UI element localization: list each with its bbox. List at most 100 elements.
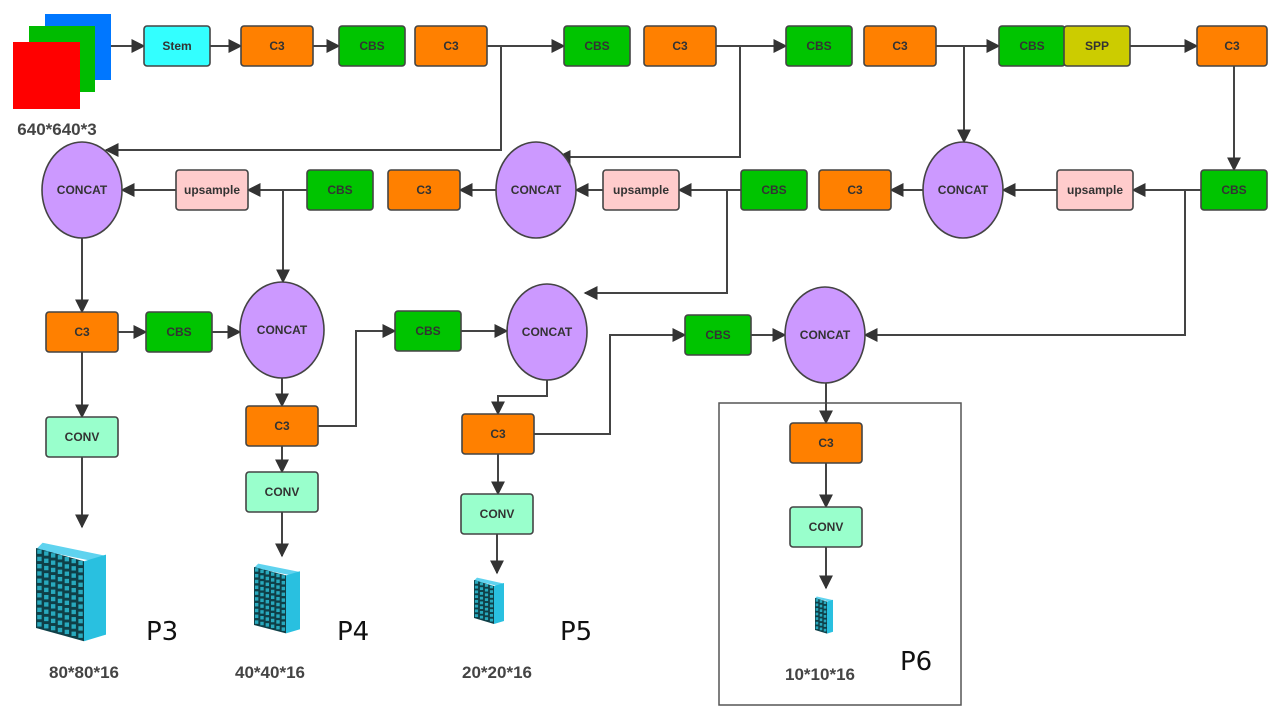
conv-shape [460, 493, 534, 535]
cbs-shape [740, 169, 808, 211]
cube-cell [484, 593, 489, 597]
cbs-label: CBS [415, 324, 440, 338]
conv-label: CONV [265, 485, 300, 499]
c3-shape [414, 25, 488, 67]
cube-cell [819, 609, 823, 612]
cube-cell [815, 621, 819, 625]
cube-cell [260, 610, 264, 614]
cube-cell [71, 573, 76, 578]
cbs-label: CBS [166, 325, 191, 339]
cube-cell [479, 591, 484, 595]
output-p5-size: 20*20*16 [462, 663, 532, 682]
cbs-shape [306, 169, 374, 211]
cube-cell [37, 614, 42, 620]
cube-cell [276, 596, 280, 601]
c3-shape [245, 405, 319, 447]
node-backbone-cbs-2: CBS [563, 25, 631, 67]
cbs-shape [338, 25, 406, 67]
cube-cell [254, 585, 259, 590]
cube-cell [71, 617, 76, 622]
conv-label: CONV [480, 507, 515, 521]
cube-cell [281, 598, 286, 602]
node-neck-cbs-top: CBS [1200, 169, 1268, 211]
cube-cell [254, 579, 259, 584]
cube-cell [276, 614, 280, 618]
cube-cell [71, 631, 76, 636]
cube-cell [78, 611, 83, 617]
cube-cell [474, 580, 479, 584]
c3-label: C3 [847, 183, 863, 197]
cube-cell [489, 604, 494, 608]
c3-shape [240, 25, 314, 67]
cube-cell [50, 582, 56, 587]
node-neck-cbs-1: CBS [306, 169, 374, 211]
node-neck-cbs-2: CBS [740, 169, 808, 211]
node-backbone-cbs-1: CBS [338, 25, 406, 67]
node-backbone-cbs-3: CBS [785, 25, 853, 67]
cube-cell [37, 578, 42, 583]
concat-label: CONCAT [57, 183, 108, 197]
cube-cell [815, 612, 819, 616]
cbs-label: CBS [1221, 183, 1246, 197]
cube-cell [276, 602, 280, 607]
cube-cell [479, 606, 484, 610]
cube-cell [57, 576, 63, 582]
cube-top-face [254, 563, 300, 577]
cube-cell [474, 599, 479, 603]
cube-cell [474, 585, 479, 589]
cube-cell [479, 615, 484, 619]
cube-cell [254, 591, 259, 595]
cube-cell [57, 584, 63, 589]
c3-label: C3 [672, 39, 688, 53]
cube-cell [57, 598, 63, 604]
cube-cell [815, 617, 819, 620]
cube-cell [57, 627, 63, 633]
cube-cell [823, 615, 827, 618]
cube-cell [281, 586, 286, 591]
cube-cell [815, 598, 819, 602]
c3-shape [818, 169, 892, 211]
cube-cell [78, 582, 83, 587]
cube-cell [254, 597, 259, 601]
cube-cell [254, 608, 259, 613]
cube-cell [50, 625, 56, 631]
cube-cell [823, 628, 827, 632]
cube-cell [270, 578, 275, 582]
cube-cell [484, 588, 489, 592]
cube-cell [78, 560, 83, 566]
cube-cell [44, 551, 49, 556]
node-conv-p5: CONV [460, 493, 534, 535]
cube-cell [78, 597, 83, 602]
cube-cell [44, 580, 49, 585]
cube-cell [71, 566, 76, 571]
c3-shape [789, 422, 863, 464]
cube-cell [64, 571, 70, 576]
cube-cell [270, 624, 275, 629]
cube-cell [265, 576, 270, 581]
cbs-shape [684, 314, 752, 356]
cube-cell [823, 619, 827, 623]
c3-label: C3 [818, 436, 834, 450]
cube-cell [64, 629, 70, 635]
edge-neck-cbs2-concatp5 [583, 190, 728, 300]
edge-c3p4-cbsp4 [318, 324, 397, 427]
cbs-shape [394, 310, 462, 352]
cube-cell [57, 613, 63, 618]
edge-skip-p4 [556, 46, 741, 164]
node-backbone-c3-4: C3 [863, 25, 937, 67]
cube-cell [50, 611, 56, 616]
cube-cell [489, 594, 494, 598]
node-neck-c3-2: C3 [818, 169, 892, 211]
cube-side-face [494, 583, 504, 624]
concat-label: CONCAT [511, 183, 562, 197]
cube-cell [37, 571, 42, 576]
cube-cell [479, 587, 484, 591]
c3-label: C3 [74, 325, 90, 339]
node-backbone-cbs-4: CBS [998, 25, 1066, 67]
input-channel-red [13, 42, 80, 109]
cube-cell [260, 575, 264, 579]
cube-cell [57, 606, 63, 611]
cbs-shape [1200, 169, 1268, 211]
